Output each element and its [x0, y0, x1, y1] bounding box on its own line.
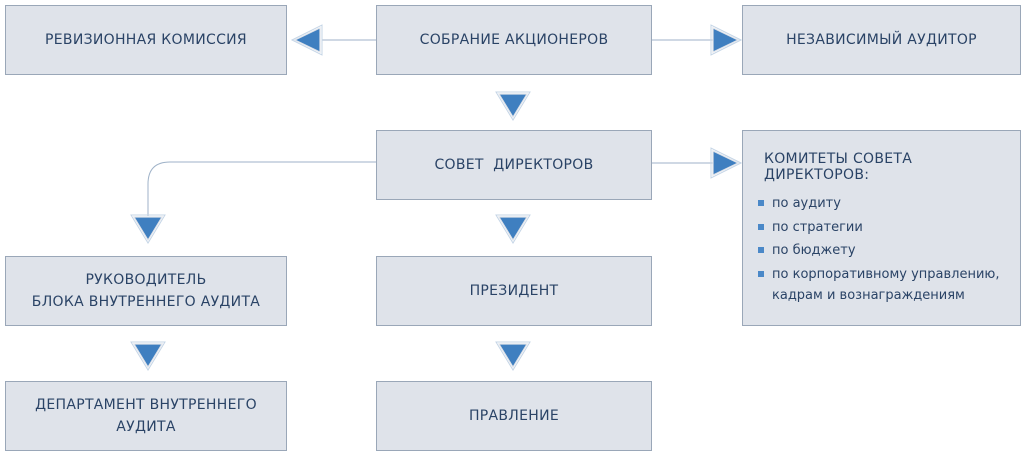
internal-audit-head-line2: БЛОКА ВНУТРЕННЕГО АУДИТА	[31, 294, 261, 310]
internal-audit-head-line1: РУКОВОДИТЕЛЬ	[85, 271, 207, 288]
list-item: по бюджету	[758, 242, 1020, 260]
audit-commission-box: РЕВИЗИОННАЯ КОМИССИЯ	[5, 5, 287, 75]
arrow-down-icon	[497, 93, 529, 119]
list-item: по аудиту	[758, 195, 1020, 213]
internal-audit-dept-box: ДЕПАРТАМЕНТ ВНУТРЕННЕГО АУДИТА	[5, 381, 287, 451]
connector-board-audit-head	[147, 161, 376, 216]
internal-audit-head-box: РУКОВОДИТЕЛЬ БЛОКА ВНУТРЕННЕГО АУДИТА	[5, 256, 287, 326]
committees-list: по аудиту по стратегии по бюджету по кор…	[758, 195, 1020, 305]
committees-title: КОМИТЕТЫ СОВЕТА ДИРЕКТОРОВ:	[764, 151, 913, 183]
committees-box: КОМИТЕТЫ СОВЕТА ДИРЕКТОРОВ: по аудиту по…	[742, 130, 1021, 326]
arrow-right-icon	[712, 150, 740, 176]
president-label: ПРЕЗИДЕНТ	[469, 282, 559, 299]
arrow-right-icon	[712, 27, 740, 53]
internal-audit-dept-label: ДЕПАРТАМЕНТ ВНУТРЕННЕГО АУДИТА	[35, 396, 257, 435]
management-board-label: ПРАВЛЕНИЕ	[468, 407, 560, 424]
independent-auditor-label: НЕЗАВИСИМЫЙ АУДИТОР	[786, 31, 977, 48]
board-box: СОВЕТ ДИРЕКТОРОВ	[376, 130, 652, 200]
list-item-continuation: кадрам и вознаграждениям	[772, 288, 965, 304]
arrow-down-icon	[497, 216, 529, 242]
list-item: по корпоративному управлению,	[758, 266, 1020, 284]
arrow-down-icon	[497, 343, 529, 369]
shareholders-label: СОБРАНИЕ АКЦИОНЕРОВ	[419, 31, 609, 48]
independent-auditor-box: НЕЗАВИСИМЫЙ АУДИТОР	[742, 5, 1021, 75]
board-label: СОВЕТ ДИРЕКТОРОВ	[434, 156, 594, 173]
list-item: по стратегии	[758, 219, 1020, 237]
arrow-left-icon	[293, 27, 321, 53]
president-box: ПРЕЗИДЕНТ	[376, 256, 652, 326]
arrow-down-icon	[132, 216, 164, 242]
shareholders-box: СОБРАНИЕ АКЦИОНЕРОВ	[376, 5, 652, 75]
audit-commission-label: РЕВИЗИОННАЯ КОМИССИЯ	[45, 31, 247, 48]
management-board-box: ПРАВЛЕНИЕ	[376, 381, 652, 451]
arrow-down-icon	[132, 343, 164, 369]
